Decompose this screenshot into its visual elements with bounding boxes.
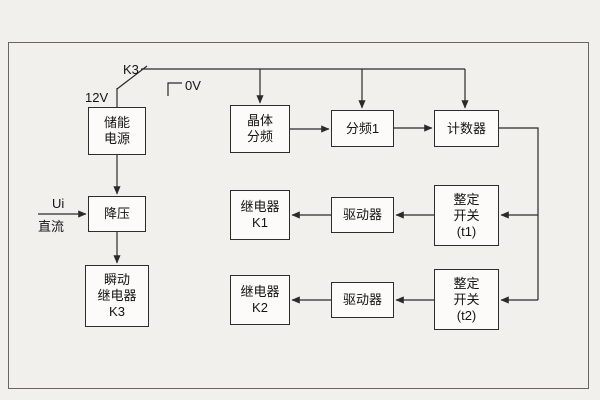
block-storage-power: 储能 电源 [88,107,146,155]
label-line: 继电器 [240,199,280,214]
block-setting-switch-t1: 整定 开关 (t1) [434,185,499,246]
input-ui-label: Ui [52,196,65,211]
label-line: 整定 [453,191,480,207]
block-relay-k2: 继电器 K2 [230,275,290,325]
switch-k3-blade [116,65,148,90]
block-relay-k1: 继电器 K1 [230,190,290,240]
block-counter: 计数器 [434,110,499,147]
label-line: (t1) [456,223,477,239]
diagram-border [8,42,589,389]
block-crystal-divider: 晶体 分频 [230,105,290,153]
label-line: 继电器 [240,284,280,299]
label-line: 整定 [453,275,480,291]
label-line: K1 [252,215,268,230]
block-driver-1: 驱动器 [331,197,394,233]
label-line: K2 [252,300,268,315]
label-line: 分频 [246,129,273,144]
label-line: 降压 [103,206,130,221]
label-line: 分频1 [345,120,380,136]
switch-k3-label: K3 [123,62,139,77]
wire-counter-to-settings [499,127,539,300]
block-step-down: 降压 [88,196,146,232]
block-instant-relay-k3: 瞬动 继电器 K3 [85,265,149,327]
label-line: 瞬动 [103,272,130,287]
label-line: 开关 [453,291,480,307]
label-line: 晶体 [246,113,273,128]
label-line: 继电器 [97,288,137,303]
label-line: 开关 [453,207,480,223]
block-driver-2: 驱动器 [331,282,394,318]
zero-volt-symbol [167,82,182,96]
label-line: 计数器 [446,120,486,136]
label-line: 电源 [103,131,130,146]
label-line: 驱动器 [342,292,382,307]
supply-0v-label: 0V [185,78,201,93]
label-line: (t2) [456,307,477,323]
label-line: 储能 [103,115,130,130]
block-divider1: 分频1 [331,110,394,147]
supply-12v-label: 12V [85,90,109,105]
input-dc-label: 直流 [38,219,65,234]
label-line: 驱动器 [342,207,382,222]
label-line: K3 [109,304,125,319]
block-setting-switch-t2: 整定 开关 (t2) [434,269,499,330]
